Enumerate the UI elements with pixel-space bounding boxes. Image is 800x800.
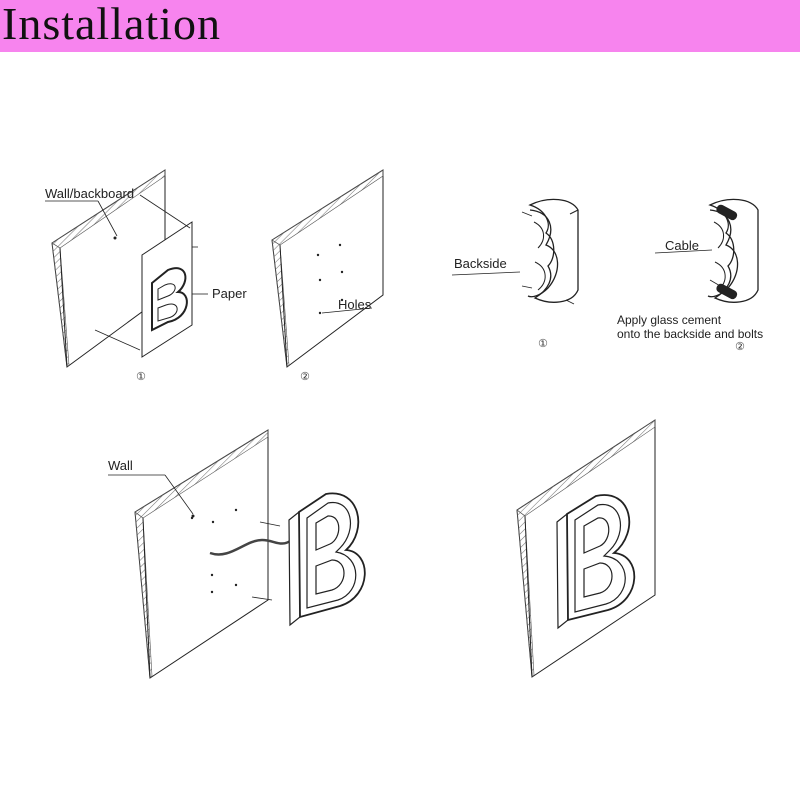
page-title: Installation bbox=[2, 0, 221, 49]
step-marker-1b: ① bbox=[538, 337, 548, 350]
panel-mounting-letter: Wall bbox=[108, 429, 366, 679]
wall-label: Wall bbox=[108, 458, 133, 473]
panel-wall-with-holes: Holes ② bbox=[271, 169, 384, 383]
mounted-letter-b bbox=[556, 494, 636, 630]
holes-label: Holes bbox=[338, 297, 372, 312]
wall-backboard-1 bbox=[51, 169, 166, 368]
panel-finished-sign bbox=[516, 419, 656, 678]
wall-backboard-label: Wall/backboard bbox=[45, 186, 134, 201]
panel-wall-with-paper: Wall/backboard Paper ① bbox=[45, 169, 247, 383]
backside-label: Backside bbox=[454, 256, 507, 271]
title-banner: Installation bbox=[0, 0, 800, 52]
step-marker-2a: ② bbox=[300, 370, 310, 383]
letter-b-backside bbox=[527, 198, 579, 303]
paper-template bbox=[141, 221, 193, 358]
cable-label: Cable bbox=[665, 238, 699, 253]
glass-cement-label-line2: onto the backside and bolts bbox=[617, 327, 763, 341]
letter-b-cable-side bbox=[707, 198, 759, 303]
step-marker-1a: ① bbox=[136, 370, 146, 383]
step-marker-2b: ② bbox=[735, 340, 745, 353]
wall-backboard-2 bbox=[271, 169, 384, 368]
drill-holes bbox=[316, 243, 344, 315]
glass-cement-label-line1: Apply glass cement bbox=[617, 313, 722, 327]
wall-3 bbox=[134, 429, 269, 679]
paper-label: Paper bbox=[212, 286, 247, 301]
wall-4 bbox=[516, 419, 656, 678]
panel-letter-cable: Cable Apply glass cement onto the backsi… bbox=[617, 198, 763, 353]
channel-letter-b bbox=[288, 492, 366, 627]
panel-letter-backside: Backside ① bbox=[451, 198, 579, 350]
